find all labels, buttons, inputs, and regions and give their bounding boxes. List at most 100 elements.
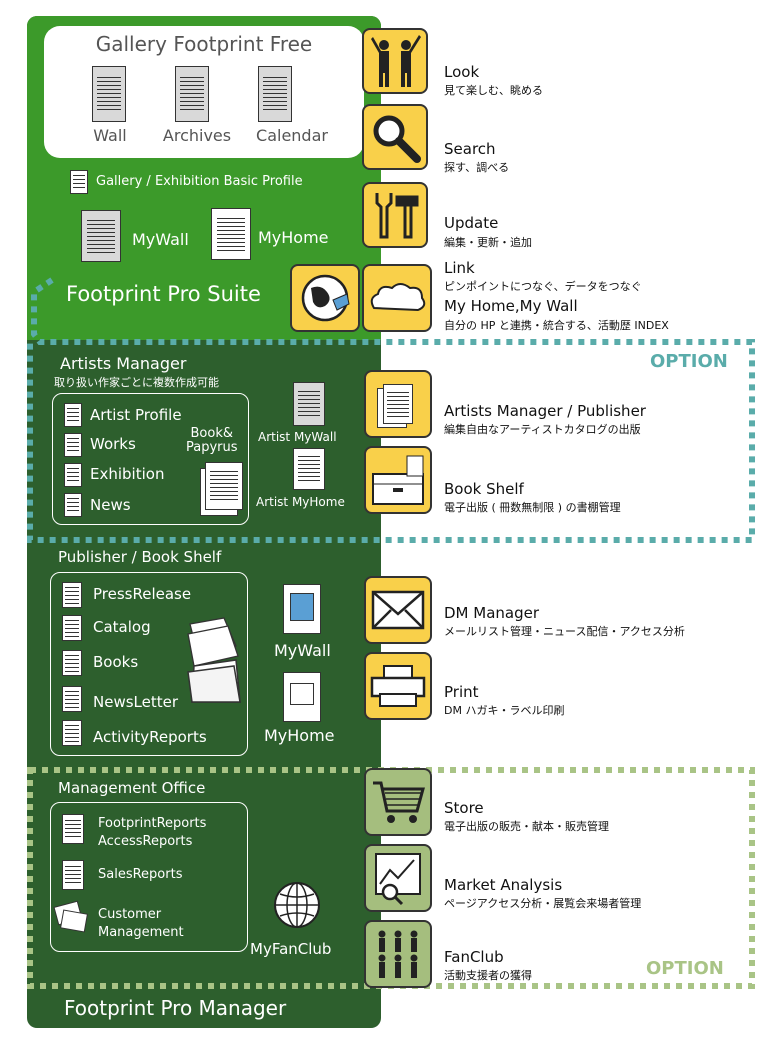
free-mywall-label[interactable]: MyWall — [132, 230, 189, 249]
search-title: Search — [444, 140, 496, 158]
management-list-box — [50, 802, 248, 952]
management-customer-line1[interactable]: Customer — [98, 907, 162, 922]
update-tools-icon[interactable] — [362, 182, 428, 248]
exhibition-doc-icon — [64, 463, 82, 487]
activityreports-doc-icon — [62, 720, 82, 746]
artist-mywall-doc-icon — [293, 382, 325, 426]
search-desc: 探す、調べる — [444, 161, 510, 174]
management-customer-line2[interactable]: Management — [98, 925, 184, 940]
calendar-doc-icon — [258, 66, 292, 122]
print-desc: DM ハガキ・ラベル印刷 — [444, 704, 565, 717]
publisher-item-pressrelease[interactable]: PressRelease — [93, 585, 192, 603]
book-stack-icon — [205, 462, 243, 510]
artist-profile-doc-icon — [64, 403, 82, 427]
artist-myhome-doc-icon — [293, 448, 325, 490]
link-title: Link — [444, 259, 475, 277]
free-item-archives[interactable]: Archives — [162, 126, 232, 145]
bookshelf-cabinet-icon[interactable] — [364, 446, 432, 514]
artists-publisher-title: Artists Manager / Publisher — [444, 402, 646, 420]
bookshelf-title: Book Shelf — [444, 480, 524, 498]
customer-cards-icon — [53, 900, 88, 933]
cloud-icon[interactable] — [362, 264, 432, 332]
archives-doc-icon — [175, 66, 209, 122]
link-desc: ピンポイントにつなぐ、データをつなぐ — [444, 280, 642, 293]
publisher-item-books[interactable]: Books — [93, 653, 139, 671]
print-title: Print — [444, 683, 479, 701]
publisher-list-box — [50, 572, 248, 756]
folder-papers-icon — [187, 617, 241, 703]
fanclub-people-icon[interactable] — [364, 920, 432, 988]
dm-desc: メールリスト管理・ニュース配信・アクセス分析 — [444, 625, 685, 638]
printer-icon[interactable] — [364, 652, 432, 720]
artist-myhome-label[interactable]: Artist MyHome — [256, 495, 345, 509]
look-desc: 見て楽しむ、眺める — [444, 84, 543, 97]
artist-mywall-label[interactable]: Artist MyWall — [258, 430, 337, 444]
management-sales[interactable]: SalesReports — [98, 867, 183, 882]
artists-option-label: OPTION — [650, 351, 728, 372]
update-desc: 編集・更新・追加 — [444, 236, 532, 249]
management-title: Management Office — [58, 779, 206, 797]
fanclub-title: FanClub — [444, 948, 504, 966]
search-icon[interactable] — [362, 104, 428, 170]
books-doc-icon — [62, 650, 82, 676]
market-analysis-icon[interactable] — [364, 844, 432, 912]
wall-doc-icon — [92, 66, 126, 122]
pub-myhome-label[interactable]: MyHome — [264, 726, 335, 745]
management-reports-line1[interactable]: FootprintReports — [98, 816, 207, 831]
publisher-title: Publisher / Book Shelf — [58, 548, 222, 566]
manager-title: Footprint Pro Manager — [64, 996, 287, 1020]
pressrelease-doc-icon — [62, 582, 82, 608]
store-desc: 電子出版の販売・献本・販売管理 — [444, 820, 609, 833]
pub-mywall-icon — [283, 584, 321, 634]
link-globe-icon[interactable] — [290, 264, 360, 332]
artists-title: Artists Manager — [60, 354, 187, 373]
artists-publisher-icon[interactable] — [364, 370, 432, 438]
artists-subtitle: 取り扱い作家ごとに複数作成可能 — [54, 376, 219, 389]
basic-profile-label[interactable]: Gallery / Exhibition Basic Profile — [96, 174, 303, 189]
look-title: Look — [444, 63, 480, 81]
free-item-wall[interactable]: Wall — [93, 126, 127, 145]
question-doc-icon — [62, 814, 84, 844]
store-cart-icon[interactable] — [364, 768, 432, 836]
mywall-doc-icon — [81, 210, 121, 262]
free-item-calendar[interactable]: Calendar — [256, 126, 328, 145]
market-title: Market Analysis — [444, 876, 563, 894]
globe-people-icon — [274, 882, 320, 928]
book-papyrus-label[interactable]: Book& Papyrus — [186, 426, 238, 455]
artists-item-news[interactable]: News — [90, 496, 131, 514]
newsletter-doc-icon — [62, 686, 82, 712]
artists-item-exhibition[interactable]: Exhibition — [90, 465, 165, 483]
suite-title: Footprint Pro Suite — [66, 282, 261, 306]
myhome-doc-icon — [211, 208, 251, 260]
artists-publisher-desc: 編集自由なアーティストカタログの出版 — [444, 423, 641, 436]
artists-list-box — [52, 393, 249, 525]
myhome-feature-title: My Home,My Wall — [444, 297, 578, 315]
fanclub-desc: 活動支援者の獲得 — [444, 969, 532, 982]
dm-title: DM Manager — [444, 604, 540, 622]
look-icon[interactable] — [362, 28, 428, 94]
management-reports-line2[interactable]: AccessReports — [98, 834, 193, 849]
free-myhome-label[interactable]: MyHome — [258, 228, 329, 247]
market-desc: ページアクセス分析・展覧会来場者管理 — [444, 897, 642, 910]
dm-envelope-icon[interactable] — [364, 576, 432, 644]
publisher-item-newsletter[interactable]: NewsLetter — [93, 693, 179, 711]
free-title: Gallery Footprint Free — [95, 32, 313, 56]
publisher-item-catalog[interactable]: Catalog — [93, 618, 151, 636]
works-doc-icon — [64, 433, 82, 457]
basic-profile-doc-icon — [70, 170, 88, 194]
artists-item-works[interactable]: Works — [90, 435, 136, 453]
store-title: Store — [444, 799, 484, 817]
management-fanclub[interactable]: MyFanClub — [250, 940, 332, 958]
update-title: Update — [444, 214, 499, 232]
yen-doc-icon — [62, 860, 84, 890]
bookshelf-desc: 電子出版 ( 冊数無制限 ) の書棚管理 — [444, 501, 621, 514]
management-option-label: OPTION — [646, 958, 724, 979]
pub-myhome-icon — [283, 672, 321, 722]
news-doc-icon — [64, 493, 82, 517]
publisher-item-activityreports[interactable]: ActivityReports — [93, 728, 207, 746]
myhome-feature-desc: 自分の HP と連携・統合する、活動歴 INDEX — [444, 319, 669, 332]
catalog-doc-icon — [62, 615, 82, 641]
pub-mywall-label[interactable]: MyWall — [274, 641, 331, 660]
artists-item-profile[interactable]: Artist Profile — [90, 406, 182, 424]
